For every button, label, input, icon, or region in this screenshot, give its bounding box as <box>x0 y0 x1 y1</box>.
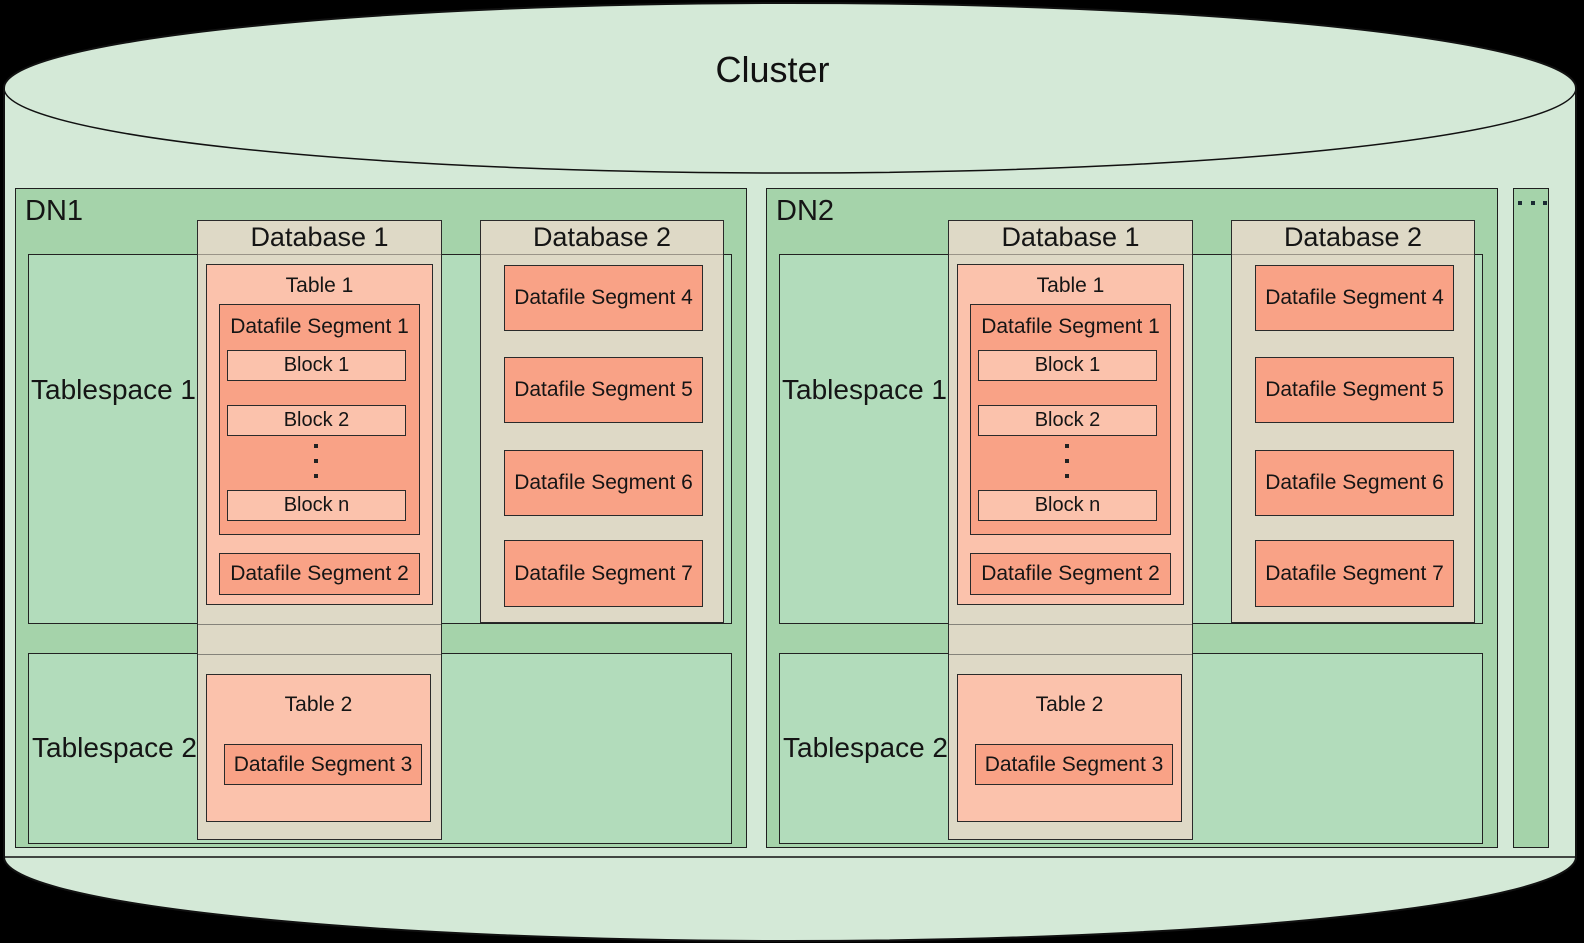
dn2-datafile-segment-1-box: Datafile Segment 1 Block 1 Block 2 Block… <box>970 304 1171 535</box>
tablespace-boundary-line <box>949 654 1192 655</box>
dn1-datafile-segment-3-box: Datafile Segment 3 <box>224 744 422 785</box>
dn-continuation-strip <box>1513 188 1549 848</box>
dn1-block-n-box: Block n <box>227 490 406 521</box>
tablespace-boundary-line <box>198 624 441 625</box>
horizontal-ellipsis-dot <box>1518 201 1522 205</box>
dn1-datafile-segment-1-label: Datafile Segment 1 <box>230 315 409 338</box>
dn1-datafile-segment-7-box: Datafile Segment 7 <box>504 540 703 607</box>
dn1-database-2-column: Database 2 Datafile Segment 4 Datafile S… <box>480 220 724 623</box>
dn2-datafile-segment-5-box: Datafile Segment 5 <box>1255 357 1454 423</box>
dn2-datafile-segment-2-box: Datafile Segment 2 <box>970 553 1171 595</box>
cluster-title: Cluster <box>715 49 830 90</box>
dn1-table-1-label: Table 1 <box>285 274 354 297</box>
vertical-ellipsis-dot <box>1065 459 1069 463</box>
dn2-database-1-header: Database 1 <box>949 221 1192 255</box>
vertical-ellipsis-dot <box>1065 444 1069 448</box>
dn2-tablespace-1-label: Tablespace 1 <box>782 374 948 405</box>
dn1-block-1-box: Block 1 <box>227 350 406 381</box>
dn2-database-2-column: Database 2 Datafile Segment 4 Datafile S… <box>1231 220 1475 623</box>
dn2-datafile-segment-3-box: Datafile Segment 3 <box>975 744 1173 785</box>
tablespace-boundary-line <box>198 654 441 655</box>
dn2-datafile-segment-1-label: Datafile Segment 1 <box>981 315 1160 338</box>
dn2-block-n-box: Block n <box>978 490 1157 521</box>
dn1-table-2-label: Table 2 <box>284 693 353 716</box>
dn1-database-2-header: Database 2 <box>481 221 723 255</box>
dn2-table-1-label: Table 1 <box>1036 274 1105 297</box>
dn1-database-1-column: Database 1 Table 1 Datafile Segment 1 Bl… <box>197 220 442 840</box>
dn1-datafile-segment-5-box: Datafile Segment 5 <box>504 357 703 423</box>
vertical-ellipsis-dot <box>314 474 318 478</box>
cylinder-top-ellipse-arc <box>3 87 1577 174</box>
dn1-block-2-box: Block 2 <box>227 405 406 436</box>
dn2-datafile-segment-4-box: Datafile Segment 4 <box>1255 265 1454 331</box>
dn2-database-2-header: Database 2 <box>1232 221 1474 255</box>
dn1-datafile-segment-6-box: Datafile Segment 6 <box>504 450 703 516</box>
dn2-datafile-segment-6-box: Datafile Segment 6 <box>1255 450 1454 516</box>
vertical-ellipsis-dot <box>314 459 318 463</box>
vertical-ellipsis-dot <box>1065 474 1069 478</box>
dn1-table-2-box: Table 2 Datafile Segment 3 <box>206 674 431 822</box>
dn1-tablespace-1-label: Tablespace 1 <box>31 374 197 405</box>
tablespace-boundary-line <box>949 624 1192 625</box>
dn2-table-2-box: Table 2 Datafile Segment 3 <box>957 674 1182 822</box>
dn1-label: DN1 <box>25 195 84 227</box>
horizontal-ellipsis-dot <box>1543 201 1547 205</box>
dn2-tablespace-2-label: Tablespace 2 <box>783 732 949 763</box>
dn2-database-1-column: Database 1 Table 1 Datafile Segment 1 Bl… <box>948 220 1193 840</box>
dn2-label: DN2 <box>776 195 835 227</box>
dn1-box: DN1 Tablespace 1 Tablespace 2 Database 1… <box>15 188 747 848</box>
vertical-ellipsis-dot <box>314 444 318 448</box>
dn2-box: DN2 Tablespace 1 Tablespace 2 Database 1… <box>766 188 1498 848</box>
dn1-datafile-segment-1-box: Datafile Segment 1 Block 1 Block 2 Block… <box>219 304 420 535</box>
dn1-table-1-box: Table 1 Datafile Segment 1 Block 1 Block… <box>206 264 433 605</box>
dn1-database-1-header: Database 1 <box>198 221 441 255</box>
dn2-block-1-box: Block 1 <box>978 350 1157 381</box>
dn1-datafile-segment-4-box: Datafile Segment 4 <box>504 265 703 331</box>
horizontal-ellipsis-dot <box>1531 201 1535 205</box>
dn2-datafile-segment-7-box: Datafile Segment 7 <box>1255 540 1454 607</box>
dn1-tablespace-2-label: Tablespace 2 <box>32 732 198 763</box>
dn2-table-1-box: Table 1 Datafile Segment 1 Block 1 Block… <box>957 264 1184 605</box>
dn1-datafile-segment-2-box: Datafile Segment 2 <box>219 553 420 595</box>
dn2-block-2-box: Block 2 <box>978 405 1157 436</box>
dn2-table-2-label: Table 2 <box>1035 693 1104 716</box>
